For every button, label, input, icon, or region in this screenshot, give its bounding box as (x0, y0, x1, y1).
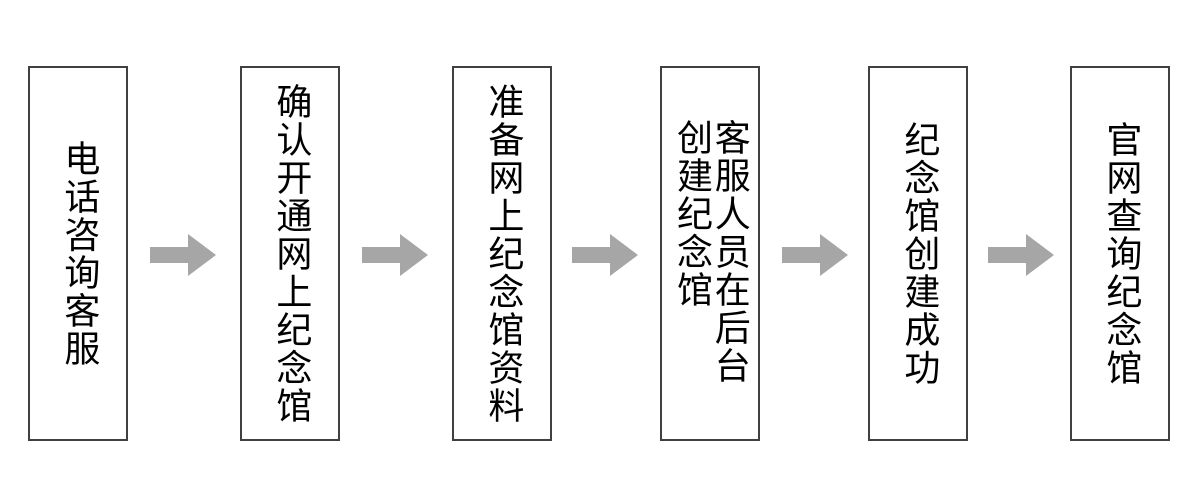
process-node-3[interactable]: 准备网上纪念馆资料 (452, 66, 552, 441)
process-node-5-label: 纪念馆创建成功 (898, 120, 940, 387)
flow-arrow-3 (572, 234, 638, 276)
flow-arrow-5 (988, 234, 1054, 276)
process-node-1[interactable]: 电话咨询客服 (28, 66, 128, 441)
flow-arrow-2 (362, 234, 428, 276)
flow-arrow-4 (782, 234, 848, 276)
process-node-2-label: 确认开通网上纪念馆 (270, 82, 312, 425)
arrow-right-icon (988, 234, 1054, 276)
arrow-right-icon (362, 234, 428, 276)
arrow-right-icon (150, 234, 216, 276)
process-node-2[interactable]: 确认开通网上纪念馆 (240, 66, 340, 441)
process-node-1-label: 电话咨询客服 (58, 139, 100, 368)
process-node-4-label: 客服人员在后台创建纪念馆 (671, 118, 750, 385)
process-node-6-label: 官网查询纪念馆 (1100, 120, 1142, 387)
process-node-3-label: 准备网上纪念馆资料 (482, 82, 524, 425)
arrow-right-icon (572, 234, 638, 276)
process-node-6[interactable]: 官网查询纪念馆 (1070, 66, 1170, 441)
process-node-5[interactable]: 纪念馆创建成功 (868, 66, 968, 441)
arrow-right-icon (782, 234, 848, 276)
process-node-4[interactable]: 客服人员在后台创建纪念馆 (660, 66, 760, 441)
flow-arrow-1 (150, 234, 216, 276)
